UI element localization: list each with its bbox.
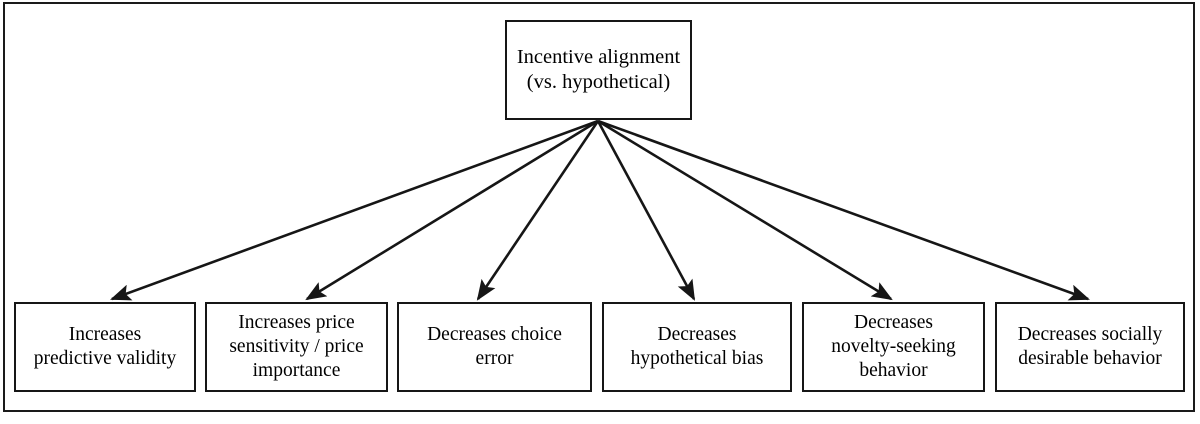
node-decreases-choice-error-label: Decreases choice error <box>427 324 562 369</box>
node-incentive-alignment: Incentive alignment (vs. hypothetical) <box>505 20 692 120</box>
node-decreases-choice-error: Decreases choice error <box>397 302 592 392</box>
node-increases-price-sensitivity: Increases price sensitivity / price impo… <box>205 302 388 392</box>
node-decreases-novelty-seeking-behavior-label: Decreases novelty-seeking behavior <box>831 312 956 381</box>
node-decreases-hypothetical-bias: Decreases hypothetical bias <box>602 302 792 392</box>
node-decreases-novelty-seeking-behavior: Decreases novelty-seeking behavior <box>802 302 985 392</box>
node-increases-price-sensitivity-label: Increases price sensitivity / price impo… <box>229 312 364 381</box>
node-decreases-hypothetical-bias-label: Decreases hypothetical bias <box>630 324 764 369</box>
node-increases-predictive-validity-label: Increases predictive validity <box>33 324 177 369</box>
node-increases-predictive-validity: Increases predictive validity <box>14 302 196 392</box>
node-decreases-socially-desirable-behavior: Decreases socially desirable behavior <box>995 302 1185 392</box>
node-decreases-socially-desirable-behavior-label: Decreases socially desirable behavior <box>1017 324 1163 369</box>
node-incentive-alignment-label: Incentive alignment (vs. hypothetical) <box>516 46 681 93</box>
